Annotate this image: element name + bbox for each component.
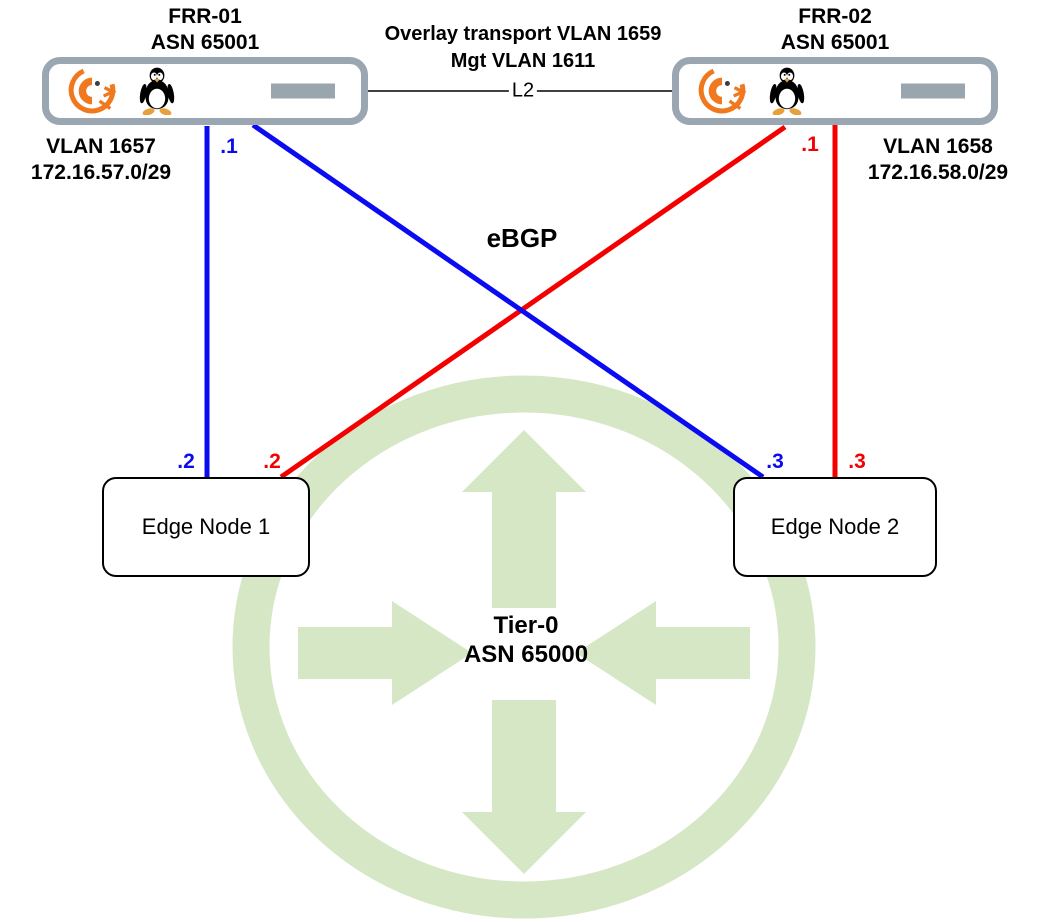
frr01-ip-label: .1 bbox=[220, 135, 238, 158]
edge2-blue-ip-label: .3 bbox=[766, 450, 784, 473]
edge1-blue-ip-label: .2 bbox=[177, 450, 195, 473]
right-vlan: VLAN 1658 bbox=[883, 135, 993, 158]
router-icon-left-arrow bbox=[298, 601, 472, 705]
linux-tux-icon bbox=[769, 67, 805, 115]
frr02-asn: ASN 65001 bbox=[780, 31, 890, 54]
frr01-asn: ASN 65001 bbox=[150, 31, 260, 54]
overlay-transport-vlan-label: Overlay transport VLAN 1659 bbox=[384, 23, 662, 45]
frr02-ip-label: .1 bbox=[801, 133, 819, 156]
frr02-device-box bbox=[672, 57, 998, 125]
router-icon-ring bbox=[232, 375, 816, 919]
frrouting-logo-icon bbox=[698, 68, 747, 114]
edge-node-2-box: Edge Node 2 bbox=[733, 477, 937, 577]
link-frr02-edge1 bbox=[279, 124, 787, 480]
left-subnet-label: VLAN 1657 172.16.57.0/29 bbox=[31, 134, 171, 186]
edge-node-1-box: Edge Node 1 bbox=[102, 477, 310, 577]
right-subnet-label: VLAN 1658 172.16.58.0/29 bbox=[868, 134, 1008, 186]
tier0-router-icon bbox=[232, 375, 816, 919]
edge-node-2-label: Edge Node 2 bbox=[770, 514, 900, 539]
device-slot-icon bbox=[901, 83, 965, 99]
frr01-title: FRR-01 ASN 65001 bbox=[151, 4, 260, 56]
right-cidr: 172.16.58.0/29 bbox=[867, 161, 1009, 184]
frr01-name: FRR-01 bbox=[168, 5, 242, 28]
frr02-title: FRR-02 ASN 65001 bbox=[781, 4, 890, 56]
link-frr01-edge2 bbox=[251, 122, 765, 480]
interconnect-label: Overlay transport VLAN 1659 Mgt VLAN 161… bbox=[385, 21, 662, 75]
router-icon-down-arrow bbox=[462, 700, 586, 874]
edge1-red-ip-label: .2 bbox=[263, 450, 281, 473]
linux-tux-icon bbox=[139, 67, 175, 115]
router-icon-right-arrow bbox=[576, 601, 750, 705]
left-vlan: VLAN 1657 bbox=[46, 135, 156, 158]
frr02-name: FRR-02 bbox=[798, 5, 872, 28]
router-icon-up-arrow bbox=[462, 430, 586, 608]
mgt-vlan-label: Mgt VLAN 1611 bbox=[450, 50, 596, 72]
left-cidr: 172.16.57.0/29 bbox=[30, 161, 172, 184]
ebgp-label: eBGP bbox=[486, 223, 558, 253]
edge2-red-ip-label: .3 bbox=[848, 450, 866, 473]
frr01-device-box bbox=[42, 57, 368, 125]
device-slot-icon bbox=[271, 83, 335, 99]
l2-link-label: L2 bbox=[508, 79, 538, 103]
frrouting-logo-icon bbox=[68, 68, 117, 114]
tier0-name: Tier-0 bbox=[493, 612, 559, 639]
tier0-asn: ASN 65000 bbox=[463, 641, 589, 668]
edge-node-1-label: Edge Node 1 bbox=[141, 514, 271, 539]
tier0-label: Tier-0 ASN 65000 bbox=[464, 611, 588, 669]
